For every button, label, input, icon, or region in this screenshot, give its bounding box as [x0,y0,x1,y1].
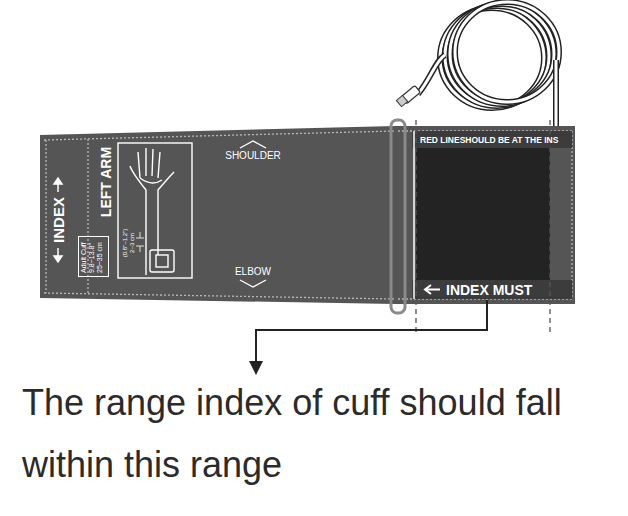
elbow-arrow [240,280,266,287]
index-line-outline [391,120,405,313]
range-guide [416,120,550,336]
instruction-text: RED LINESHOULD BE AT THE INS [420,135,558,144]
tube-connector [396,85,420,106]
size-text: 25~35 cm [96,240,104,273]
direction-label: ELBOW [235,267,271,277]
cuff-stitching [44,131,572,299]
shoulder-arrow [240,141,266,148]
instruction-text: INDEX MUST [446,283,532,297]
tube-coil [418,2,559,128]
cuff-body [40,126,575,304]
size-text: Adult Cuff [80,240,88,273]
index-must-arrow [425,285,440,294]
strip-border [413,131,415,299]
index-strip-bottom [412,280,572,299]
leader-line [256,300,487,368]
index-strip-top [412,131,572,148]
direction-label: SHOULDER [225,151,281,161]
size-text: 9.8~13.8" [88,240,96,273]
dimension-label: (0.8"~1.2") [122,229,128,257]
index-label: INDEX [51,197,66,243]
cuff-size-box: Adult Cuff9.8~13.8"25~35 cm [78,236,109,277]
arm-icon [118,143,192,278]
dimension-label: 2~3 cm [129,233,135,253]
caption: The range index of cuff should fall with… [22,372,622,496]
index-range-area [416,148,550,280]
arm-label: LEFT ARM [99,147,113,217]
